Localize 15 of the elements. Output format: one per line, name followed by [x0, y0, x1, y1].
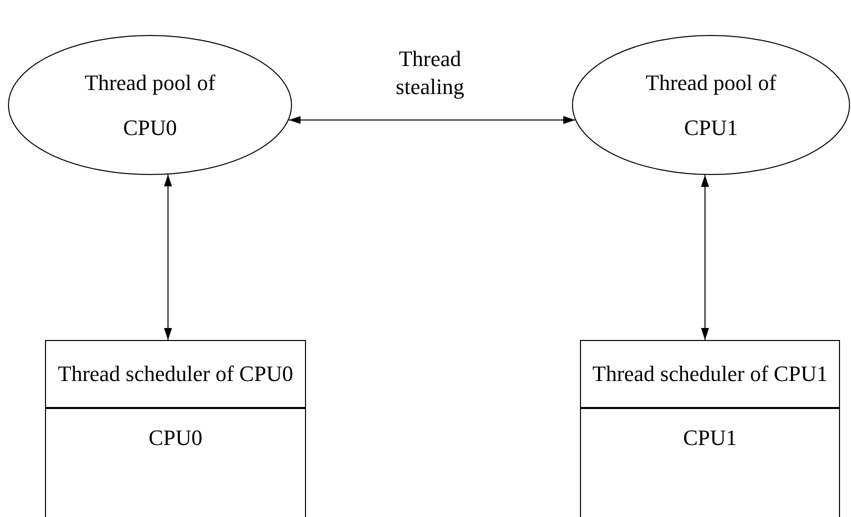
node-label: Thread pool of CPU1 — [644, 69, 778, 142]
node-label: CPU0 — [148, 424, 204, 452]
node-label: Thread pool of CPU0 — [84, 69, 216, 142]
double-arrow — [164, 174, 172, 340]
ellipse-node — [8, 35, 292, 175]
process-box — [45, 340, 306, 408]
process-box — [580, 408, 840, 517]
node-label: Thread scheduler of CPU1 — [591, 360, 829, 388]
process-box — [580, 340, 840, 408]
double-arrow — [288, 116, 576, 124]
ellipse-node — [572, 35, 850, 175]
double-arrow — [701, 174, 709, 340]
node-label: CPU1 — [682, 424, 738, 452]
node-label: Thread scheduler of CPU0 — [56, 360, 294, 388]
process-box — [45, 408, 306, 517]
